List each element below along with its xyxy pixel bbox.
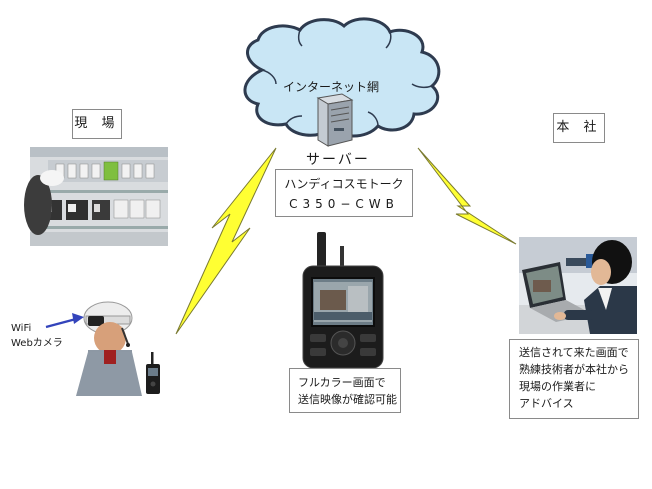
- headoffice-photo: [519, 237, 637, 334]
- worker-icon: [76, 301, 142, 396]
- hq-caption-line: アドバイス: [519, 397, 574, 410]
- camera-label: WiFi Webカメラ: [11, 321, 63, 351]
- hq-caption-box: 送信されて来た画面で 熟練技術者が本社から 現場の作業者に アドバイス: [509, 339, 639, 419]
- control-panel-photo: [24, 147, 168, 246]
- site-label: 現 場: [72, 109, 122, 139]
- server-icon: [316, 93, 354, 147]
- radio-caption-box: フルカラー画面で 送信映像が確認可能: [289, 368, 401, 413]
- hq-caption-line: 熟練技術者が本社から: [519, 363, 629, 376]
- radio-caption-line2: 送信映像が確認可能: [298, 393, 397, 407]
- camera-label-line1: WiFi: [11, 323, 32, 334]
- cloud-label: インターネット網: [283, 80, 380, 94]
- hq-label: 本 社: [553, 113, 605, 143]
- hq-caption-line: 送信されて来た画面で: [519, 346, 629, 359]
- lightning-left-icon: [175, 147, 277, 335]
- camera-pointer-arrow: [45, 313, 84, 329]
- radio-caption-line1: フルカラー画面で: [298, 376, 386, 389]
- lightning-right-icon: [417, 147, 517, 245]
- camera-label-line2: Webカメラ: [11, 338, 63, 349]
- small-radio-icon: [146, 352, 160, 394]
- product-name-box: ハンディコスモトーク C350−CWB: [275, 169, 413, 217]
- product-name-line1: ハンディコスモトーク: [284, 177, 404, 191]
- product-model: C350−CWB: [289, 197, 399, 211]
- hq-caption-line: 現場の作業者に: [519, 380, 596, 393]
- server-label: サーバー: [306, 152, 370, 168]
- transceiver-icon: [302, 232, 384, 369]
